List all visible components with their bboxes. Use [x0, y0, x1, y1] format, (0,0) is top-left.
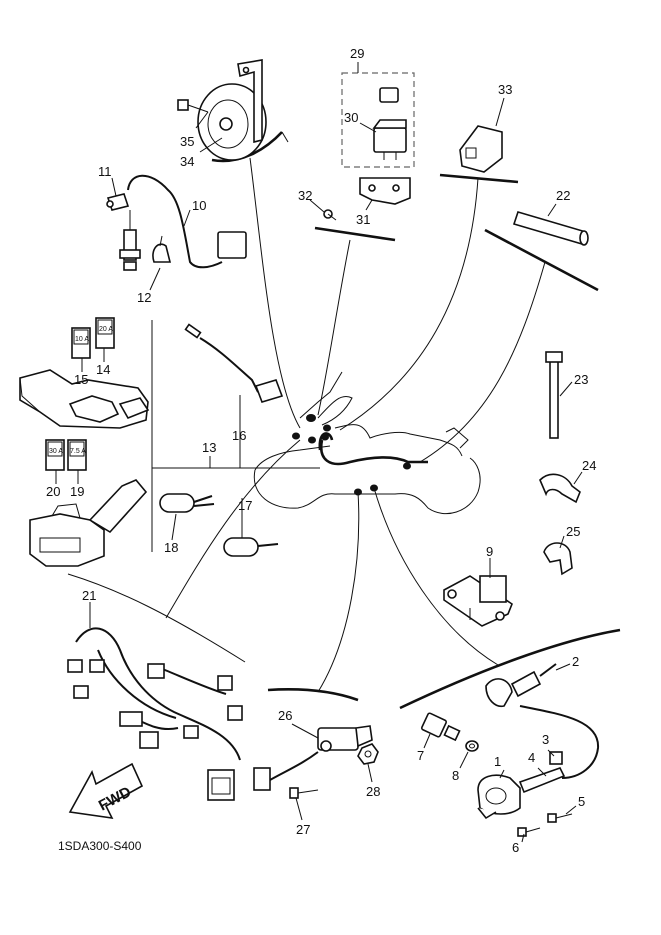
- nut-28: [357, 743, 379, 765]
- relay-group-box: [341, 62, 415, 168]
- callout-10: 10: [192, 198, 206, 213]
- sensor-7: [420, 712, 461, 742]
- leader-lines: [151, 157, 546, 693]
- callout-35: 35: [180, 134, 194, 149]
- callout-29: 29: [350, 46, 364, 61]
- rectifier-9: [443, 575, 513, 627]
- coil-lead: [519, 705, 600, 779]
- callout-15: 15: [74, 372, 88, 387]
- callout-labels: 1 2 3 4 5 6 7 8 9 10 11 12 13 14 15 16 1…: [46, 46, 596, 855]
- callout-23: 23: [574, 372, 588, 387]
- callout-14: 14: [96, 362, 110, 377]
- callout-26: 26: [278, 708, 292, 723]
- callout-30: 30: [344, 110, 358, 125]
- wire-harness-21: [67, 627, 243, 801]
- callout-27: 27: [296, 822, 310, 837]
- resistor-17: [223, 537, 279, 557]
- callout-22: 22: [556, 188, 570, 203]
- bolt-6: [517, 827, 541, 837]
- relay-cover-33: [459, 125, 503, 173]
- callout-4: 4: [528, 750, 535, 765]
- connector-dot: [292, 432, 300, 440]
- callout-3: 3: [542, 732, 549, 747]
- fuse-20-rating: 30 A: [49, 448, 63, 455]
- callout-31: 31: [356, 212, 370, 227]
- bolt-27: [289, 787, 319, 799]
- callout-6: 6: [512, 840, 519, 855]
- callout-7: 7: [417, 748, 424, 763]
- callout-17: 17: [238, 498, 252, 513]
- callout-8: 8: [452, 768, 459, 783]
- connector-dot: [321, 433, 329, 441]
- callout-32: 32: [298, 188, 312, 203]
- connector-dot: [323, 424, 331, 432]
- resistor-18: [159, 493, 215, 513]
- fuse-20: 30 A: [45, 439, 65, 471]
- coil-bracket-4: [518, 767, 566, 794]
- gasket-8: [465, 740, 479, 752]
- fuse-14-rating: 20 A: [99, 326, 113, 333]
- fuse-15: 10 A: [71, 327, 91, 359]
- horn-34: [197, 59, 267, 161]
- fuse-14: 20 A: [95, 317, 115, 349]
- screw-32: [323, 209, 337, 221]
- callout-28: 28: [366, 784, 380, 799]
- callout-24: 24: [582, 458, 596, 473]
- connector-dot: [403, 462, 411, 470]
- sensor-26: [253, 725, 373, 791]
- bolt-35: [177, 99, 209, 113]
- spark-plug-cap-2: [485, 663, 557, 708]
- bolt-5: [547, 813, 573, 823]
- callout-25: 25: [566, 524, 580, 539]
- fuse-19: 7.5 A: [67, 439, 87, 471]
- callout-20: 20: [46, 484, 60, 499]
- lead-16: [184, 323, 284, 403]
- clip-24: [539, 473, 581, 504]
- clip-25: [543, 542, 573, 576]
- callout-21: 21: [82, 588, 96, 603]
- fwd-arrow: FWD: [68, 762, 144, 820]
- callout-34: 34: [180, 154, 194, 169]
- callout-2: 2: [572, 654, 579, 669]
- callout-1: 1: [494, 754, 501, 769]
- relay-30: [372, 87, 407, 160]
- callout-19: 19: [70, 484, 84, 499]
- callout-13: 13: [202, 440, 216, 455]
- callout-33: 33: [498, 82, 512, 97]
- connector-dot: [308, 436, 316, 444]
- sensor-assembly: [106, 174, 247, 271]
- ignition-coil-1: [477, 774, 521, 820]
- tube-22: [512, 211, 589, 246]
- callout-11: 11: [98, 164, 112, 179]
- fuse-15-rating: 10 A: [75, 336, 89, 343]
- connector-dot: [306, 414, 316, 422]
- fuse-19-rating: 7.5 A: [70, 448, 86, 455]
- callout-18: 18: [164, 540, 178, 555]
- cable-tie-23: [545, 351, 563, 439]
- callout-ticks: [55, 97, 583, 843]
- group-brackets: [67, 131, 621, 710]
- fuse-box-upper: [19, 369, 150, 429]
- callout-9: 9: [486, 544, 493, 559]
- bracket-31: [359, 177, 411, 205]
- callout-12: 12: [137, 290, 151, 305]
- callout-5: 5: [578, 794, 585, 809]
- diagram-code: 1SDA300-S400: [58, 839, 142, 853]
- fuse-box-lower: [29, 479, 148, 567]
- callout-16: 16: [232, 428, 246, 443]
- motorcycle-outline: [253, 371, 481, 515]
